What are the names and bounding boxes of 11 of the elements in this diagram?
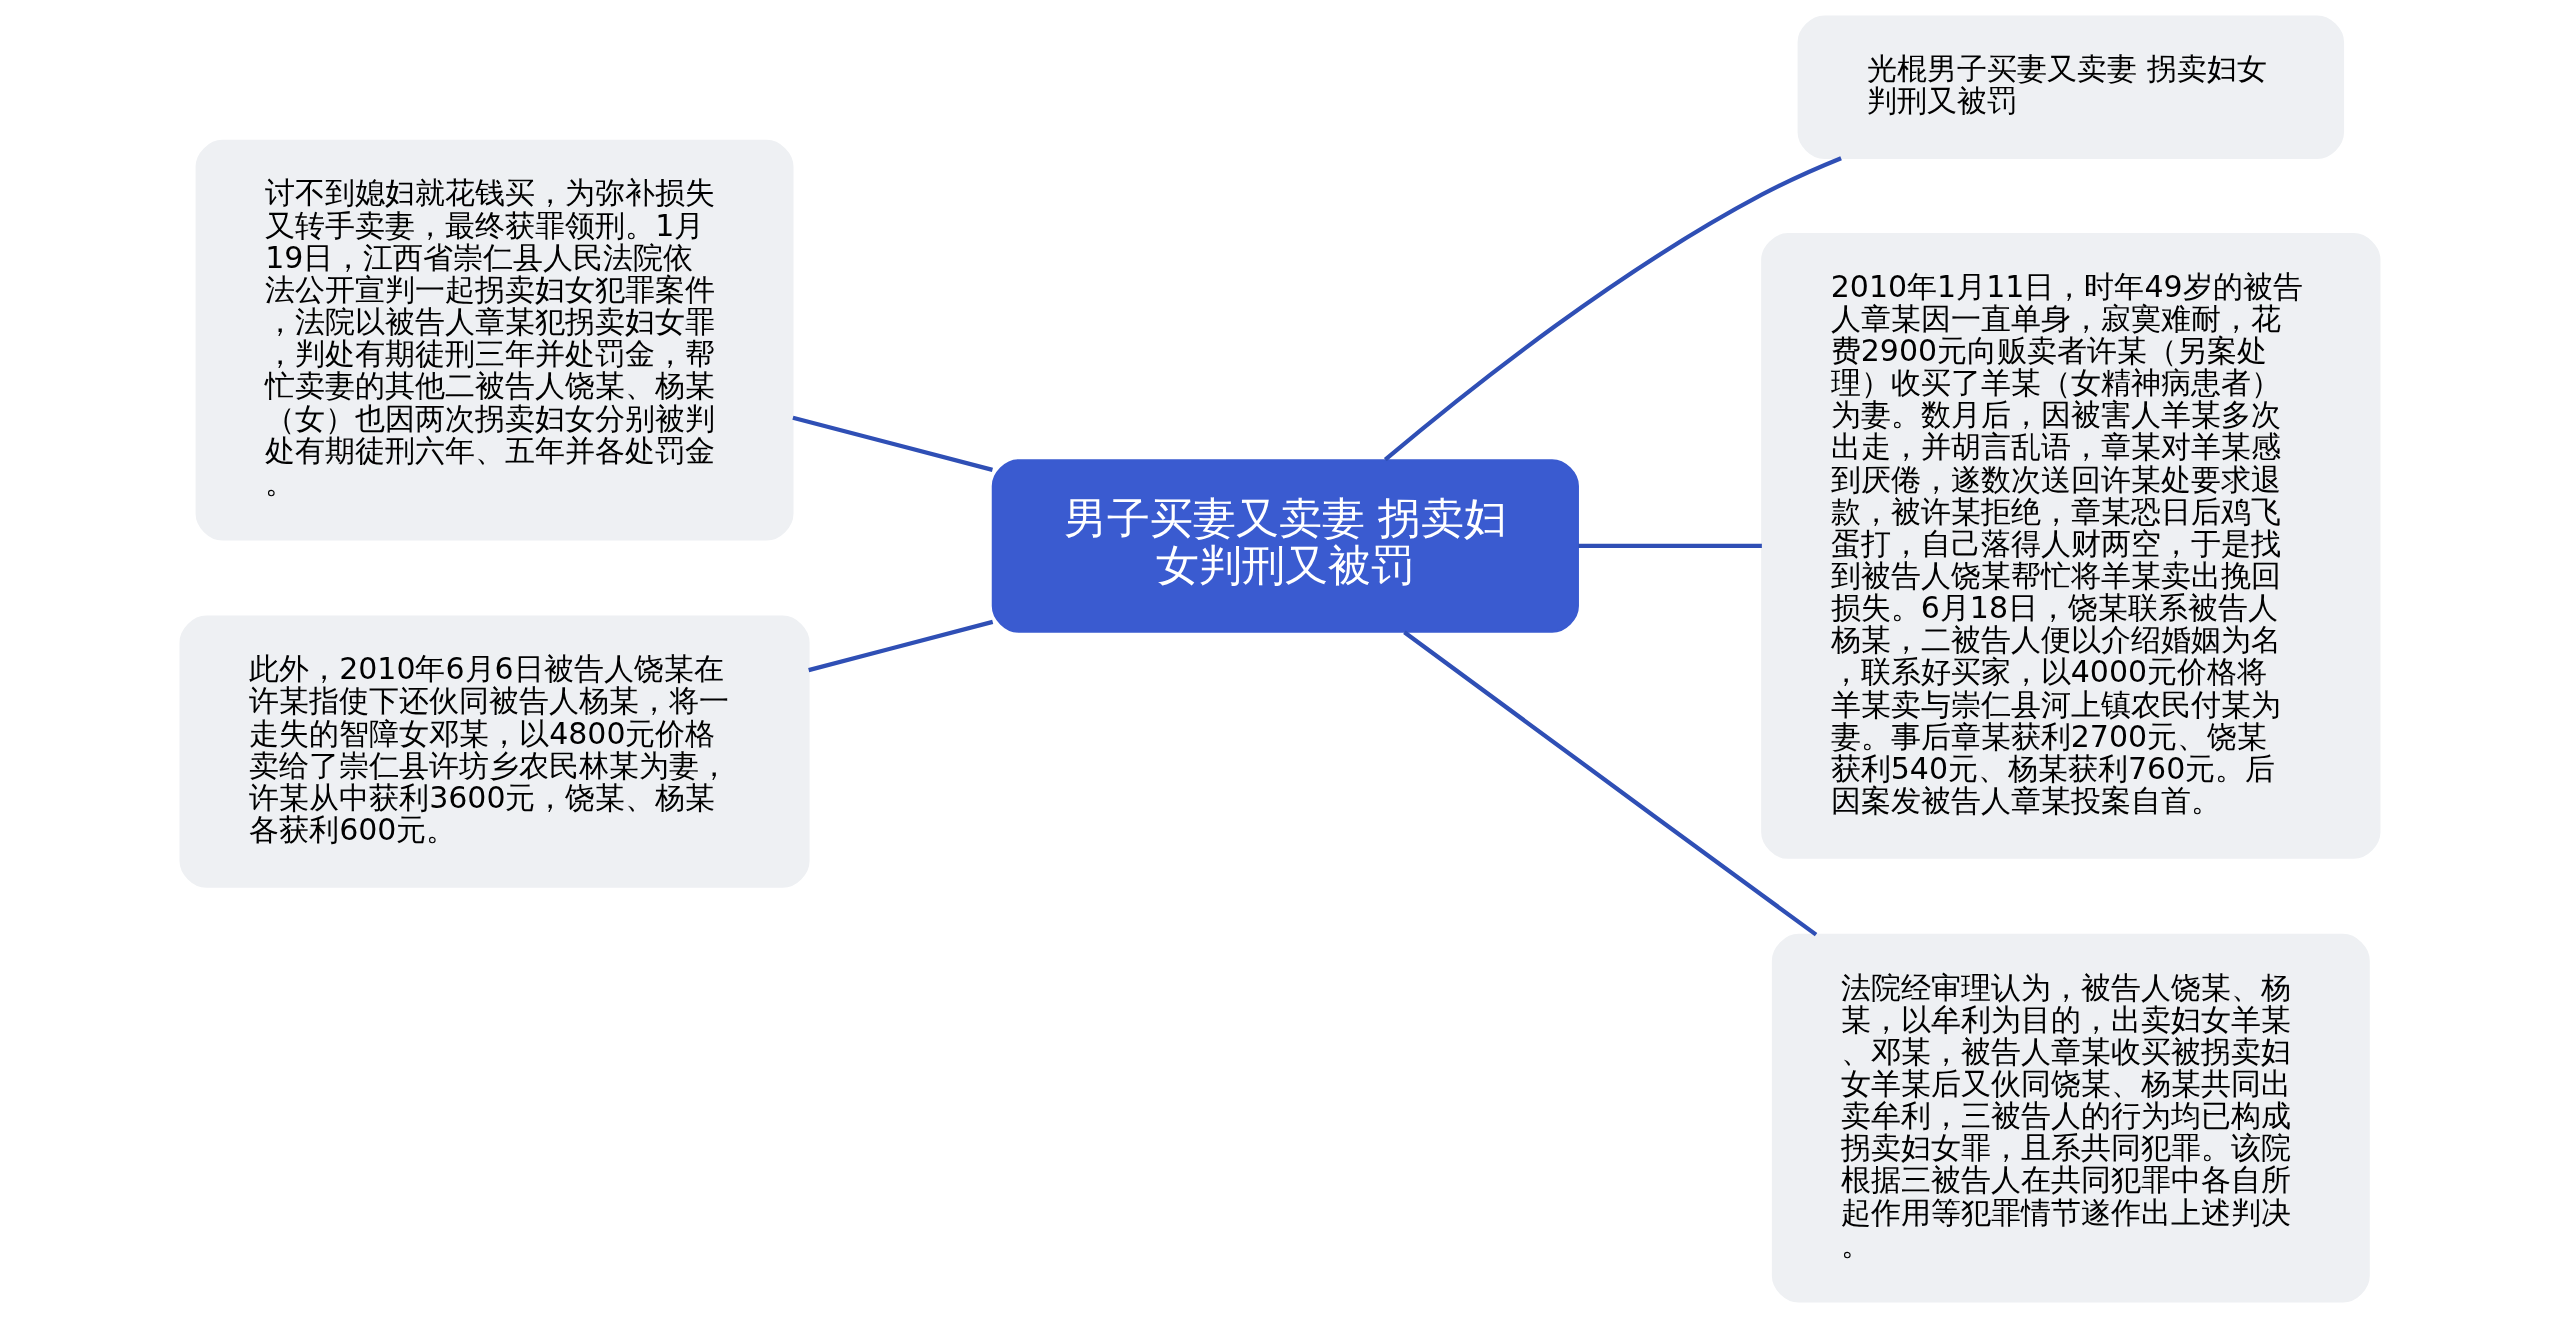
node-box: 讨不到媳妇就花钱买，为弥补损失又转手卖妻，最终获罪领刑。1月19日，江西省崇仁县人民法院依法公开宣判一起拐卖妇女犯罪案件，法院以被告人章某犯拐卖妇女罪，判处有期徒刑三年并处罚金，帮忙卖妻的其他二被告人饶某、杨某（女）也因两次拐卖妇女分别被判处有期徒刑六年、五年并各处罚金。 [195, 139, 794, 541]
node-box: 此外，2010年6月6日被告人饶某在许某指使下还伙同被告人杨某，将一走失的智障女邓某，以4800元价格卖给了崇仁县许坊乡农民林某为妻，许某从中获利3600元，饶某、杨某各获利600元。 [179, 615, 810, 888]
connector [792, 415, 993, 472]
connector [1578, 543, 1762, 549]
connector [1383, 156, 1842, 462]
node-box: 法院经审理认为，被告人饶某、杨某，以牟利为目的，出卖妇女羊某、邓某，被告人章某收买被拐卖妇女羊某后又伙同饶某、杨某共同出卖牟利，三被告人的行为均已构成拐卖妇女罪，且系共同犯罪。该院根据三被告人在共同犯罪中各自所起作用等犯罪情节遂作出上述判决。 [1771, 933, 2370, 1303]
node-box: 2010年1月11日，时年49岁的被告人章某因一直单身，寂寞难耐，花费2900元向贩卖者许某（另案处理）收买了羊某（女精神病患者）为妻。数月后，因被害人羊某多次出走，并胡言乱语，章某对羊某感到厌倦，遂数次送回许某处要求退款，被许某拒绝，章某恐日后鸡飞蛋打，自己落得人财两空，于是找到被告人饶某帮忙将羊某卖出挽回损失。6月18日，饶某联系被告人杨某，二被告人便以介绍婚姻为名，联系好买家，以4000元价格将羊某卖与崇仁县河上镇农民付某为妻。事后章某获利2700元、饶某获利540元、杨某获利760元。后因案发被告人章某投案自首。 [1761, 233, 2381, 859]
node-box: 男子买妻又卖妻 拐卖妇女判刑又被罚 [991, 459, 1579, 633]
connector [1403, 630, 1818, 937]
node-box: 光棍男子买妻又卖妻 拐卖妇女判刑又被罚 [1797, 15, 2345, 160]
connector [808, 619, 994, 673]
